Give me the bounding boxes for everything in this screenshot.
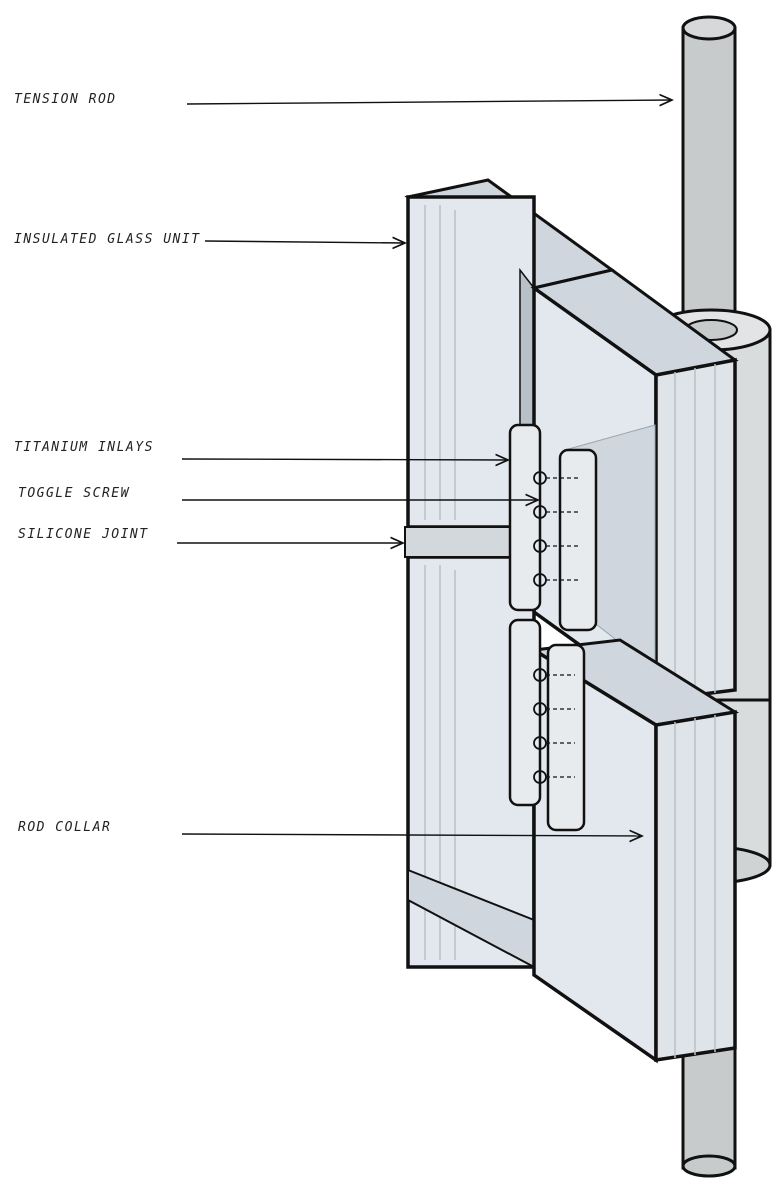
label-tension-rod: TENSION ROD	[14, 92, 117, 107]
leader-insulated-glass-unit	[204, 241, 405, 243]
titanium-inlays-upper	[508, 423, 598, 632]
titanium-inlays-lower	[508, 618, 586, 832]
label-silicone-joint: SILICONE JOINT	[18, 527, 149, 542]
leader-titanium-inlays	[181, 459, 508, 460]
label-titanium-inlays: TITANIUM INLAYS	[14, 440, 154, 455]
label-rod-collar: ROD COLLAR	[18, 820, 112, 835]
label-insulated-glass-unit: INSULATED GLASS UNIT	[14, 232, 201, 247]
label-toggle-screw: TOGGLE SCREW	[18, 486, 130, 501]
leader-rod-collar	[181, 834, 642, 836]
leader-tension-rod	[186, 100, 672, 104]
toggle-screws-lower	[533, 668, 575, 784]
toggle-screws-upper	[533, 471, 578, 587]
leader-lines	[177, 100, 672, 836]
